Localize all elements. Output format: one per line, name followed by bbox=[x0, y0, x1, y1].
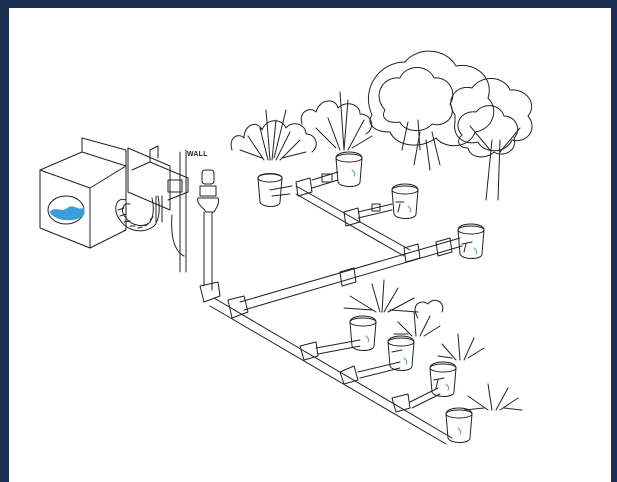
tree-icon bbox=[368, 51, 493, 170]
drain-hose bbox=[116, 196, 159, 231]
washing-machine-icon bbox=[40, 138, 126, 248]
plant-icon bbox=[394, 300, 443, 336]
plant-icon bbox=[301, 92, 372, 150]
pipe bbox=[316, 340, 440, 408]
tree-icon bbox=[458, 106, 518, 157]
main-pipe bbox=[198, 170, 220, 302]
wall-label: WALL bbox=[187, 151, 208, 158]
diverter-valve bbox=[128, 146, 188, 222]
bucket-icon bbox=[336, 152, 362, 187]
bucket-icon bbox=[458, 224, 484, 259]
plant-icon bbox=[464, 384, 522, 410]
plant-icon bbox=[344, 280, 418, 312]
bucket-icon bbox=[392, 184, 418, 219]
wall bbox=[172, 150, 186, 272]
plant-icon bbox=[438, 334, 484, 360]
pipe bbox=[240, 238, 462, 310]
bucket-icon bbox=[430, 362, 456, 397]
greywater-diagram bbox=[9, 8, 611, 482]
pipe bbox=[210, 296, 452, 444]
bucket-icon bbox=[388, 336, 414, 371]
diagram-canvas: WALL bbox=[9, 8, 611, 482]
bucket-icon bbox=[350, 316, 376, 351]
tree-icon bbox=[451, 78, 532, 200]
plant-icon bbox=[231, 110, 316, 160]
tree-icon bbox=[379, 68, 453, 151]
